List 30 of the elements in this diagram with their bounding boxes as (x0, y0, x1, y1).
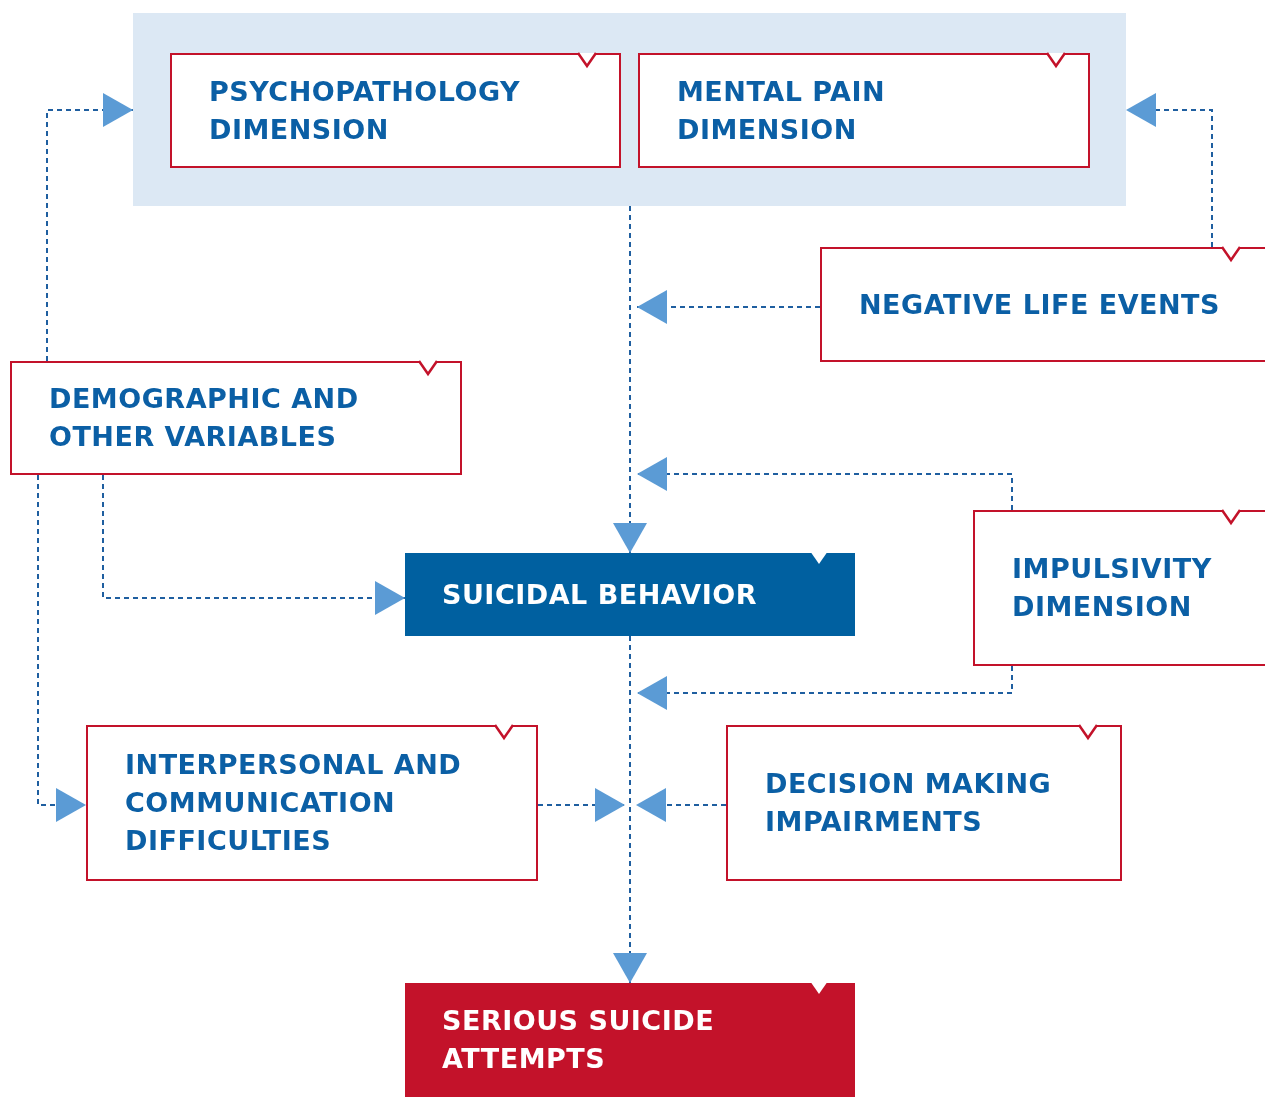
process-box (973, 510, 1265, 666)
arrow (46, 93, 134, 362)
arrow (37, 474, 87, 822)
process-box (820, 247, 1265, 362)
process-box (405, 983, 855, 1097)
node-label: PSYCHOPATHOLOGY DIMENSION (209, 74, 522, 147)
node-label: SUICIDAL BEHAVIOR (442, 577, 759, 612)
process-box (405, 553, 855, 636)
arrow (1125, 93, 1213, 248)
arrow (636, 665, 1013, 710)
arrow (613, 635, 647, 984)
process-box (170, 53, 621, 168)
node-label: IMPULSIVITY DIMENSION (1012, 552, 1213, 624)
process-box (86, 725, 538, 881)
node-label: SERIOUS SUICIDE ATTEMPTS (442, 1004, 716, 1076)
group-panel (133, 13, 1126, 206)
node-label: NEGATIVE LIFE EVENTS (859, 287, 1221, 322)
node-label: DECISION MAKING IMPAIRMENTS (765, 767, 1053, 839)
arrow (636, 290, 821, 324)
process-box (726, 725, 1122, 881)
arrow (613, 205, 647, 554)
arrow (635, 788, 727, 822)
arrow (537, 788, 626, 822)
arrow (102, 474, 406, 615)
node-label: DEMOGRAPHIC AND OTHER VARIABLES (49, 382, 360, 454)
process-box (10, 361, 462, 475)
process-box (638, 53, 1090, 168)
node-label: MENTAL PAIN DIMENSION (677, 74, 887, 147)
arrow (636, 457, 1013, 511)
node-label: INTERPERSONAL AND COMMUNICATION DIFFICULTIES (125, 748, 463, 858)
